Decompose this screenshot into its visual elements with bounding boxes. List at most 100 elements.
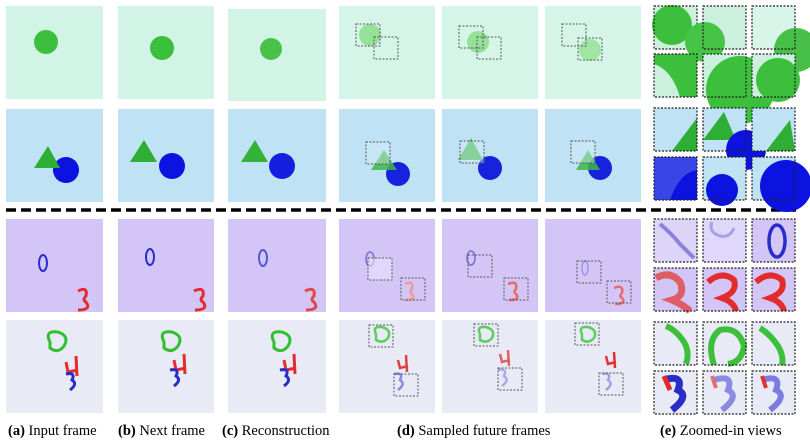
zoom-tile: [653, 53, 698, 98]
zoom-tile: [653, 156, 698, 201]
zoom-tile: [702, 370, 747, 415]
zoom-tile: [685, 5, 747, 62]
panel-d2-row1: [442, 6, 538, 99]
panel-b-row3: [118, 219, 214, 312]
caption-zoomed-in-views: (e) Zoomed-in views: [660, 423, 782, 439]
green-circle: [34, 30, 58, 54]
green-circle: [260, 38, 282, 60]
digit-3: [193, 287, 207, 312]
digit-4-red: [604, 351, 617, 369]
blue-circle: [53, 157, 79, 183]
zoom-box: [561, 23, 587, 47]
panel-d1-row1: [339, 6, 435, 99]
panel-d3-row4: [545, 320, 641, 413]
zoom-box: [467, 254, 493, 278]
zoom-tile: [653, 267, 698, 314]
green-triangle: [130, 140, 157, 162]
zoom-box: [367, 257, 393, 281]
zoom-box: [459, 140, 485, 164]
digit-0-green: [477, 325, 495, 343]
row-2-triangle-circle: [6, 109, 641, 202]
blue-circle: [269, 153, 295, 179]
zoom-box: [393, 373, 419, 397]
digit-0: [145, 248, 155, 266]
green-triangle: [576, 150, 600, 170]
caption-reconstruction: (c) Reconstruction: [222, 423, 330, 439]
zoom-box: [355, 23, 381, 47]
digit-0: [258, 249, 268, 267]
digit-0-green: [373, 325, 391, 343]
zoom-tile: [653, 107, 698, 152]
row-4-digits: [6, 320, 641, 413]
digit-3-blue: [279, 368, 291, 388]
zoom-box: [574, 322, 600, 346]
digit-3: [404, 281, 415, 302]
zoom-tile: [653, 218, 698, 263]
zoom-box: [497, 367, 523, 391]
zoomed-views: [652, 5, 810, 415]
zoom-box: [458, 25, 484, 49]
green-triangle: [241, 140, 268, 162]
panel-c-row4: [228, 320, 326, 413]
digit-3: [304, 287, 318, 312]
caption-next-frame: (b) Next frame: [118, 423, 205, 439]
digit-0-green: [46, 330, 68, 353]
zoom-tile: [702, 218, 747, 263]
digit-0: [38, 254, 48, 272]
digit-3-blue: [169, 368, 181, 388]
panel-d3-row3: [545, 219, 641, 312]
zoom-tile: [653, 370, 698, 415]
zoom-tile: [751, 218, 796, 263]
digit-4-red: [64, 355, 79, 377]
zoom-tile: [702, 267, 747, 312]
panel-d3-row2: [545, 109, 641, 202]
green-triangle: [371, 150, 397, 170]
digit-0-green: [160, 330, 182, 353]
panel-a-row4: [6, 320, 103, 413]
zoom-box: [373, 36, 399, 60]
zoom-tile: [751, 107, 796, 152]
panel-d2-row2: [442, 109, 538, 202]
digit-3: [507, 281, 519, 302]
blue-circle: [478, 156, 502, 180]
blue-circle: [159, 153, 185, 179]
zoom-box: [570, 140, 596, 164]
zoom-tile: [751, 156, 810, 212]
digit-3-blue: [497, 368, 508, 387]
green-triangle: [34, 146, 60, 168]
panel-a-row2: [6, 109, 103, 202]
green-circle: [467, 31, 489, 53]
digit-4-red: [396, 354, 409, 373]
digit-3-blue: [65, 372, 77, 392]
digit-3-blue: [601, 372, 612, 391]
zoom-box: [400, 277, 426, 301]
zoom-tile: [751, 321, 796, 366]
panel-d2-row3: [442, 219, 538, 312]
zoom-tile: [702, 321, 748, 367]
digit-0: [466, 250, 476, 266]
digit-0-green: [270, 330, 292, 353]
zoom-box: [476, 36, 502, 60]
caption-input-frame: (a) Input frame: [8, 423, 97, 439]
panel-a-row3: [6, 219, 103, 312]
panel-b-row4: [118, 320, 214, 413]
zoom-box: [577, 37, 603, 61]
digit-0-green: [579, 325, 597, 343]
zoom-box: [503, 277, 529, 301]
panel-d1-row4: [339, 320, 435, 413]
zoom-box: [606, 280, 632, 304]
zoom-box: [365, 141, 391, 165]
panel-c-row3: [228, 219, 326, 312]
green-triangle: [458, 138, 483, 160]
digit-3: [77, 287, 90, 312]
zoom-box: [473, 323, 499, 347]
panel-d2-row4: [442, 320, 538, 413]
zoom-tile: [652, 5, 698, 50]
digit-4-red: [498, 349, 511, 367]
green-circle: [150, 36, 174, 60]
zoom-tile: [702, 156, 747, 206]
zoom-box: [576, 260, 602, 284]
zoom-tile: [751, 53, 800, 102]
panel-a-row1: [6, 6, 103, 99]
row-1-circle: [6, 6, 641, 101]
